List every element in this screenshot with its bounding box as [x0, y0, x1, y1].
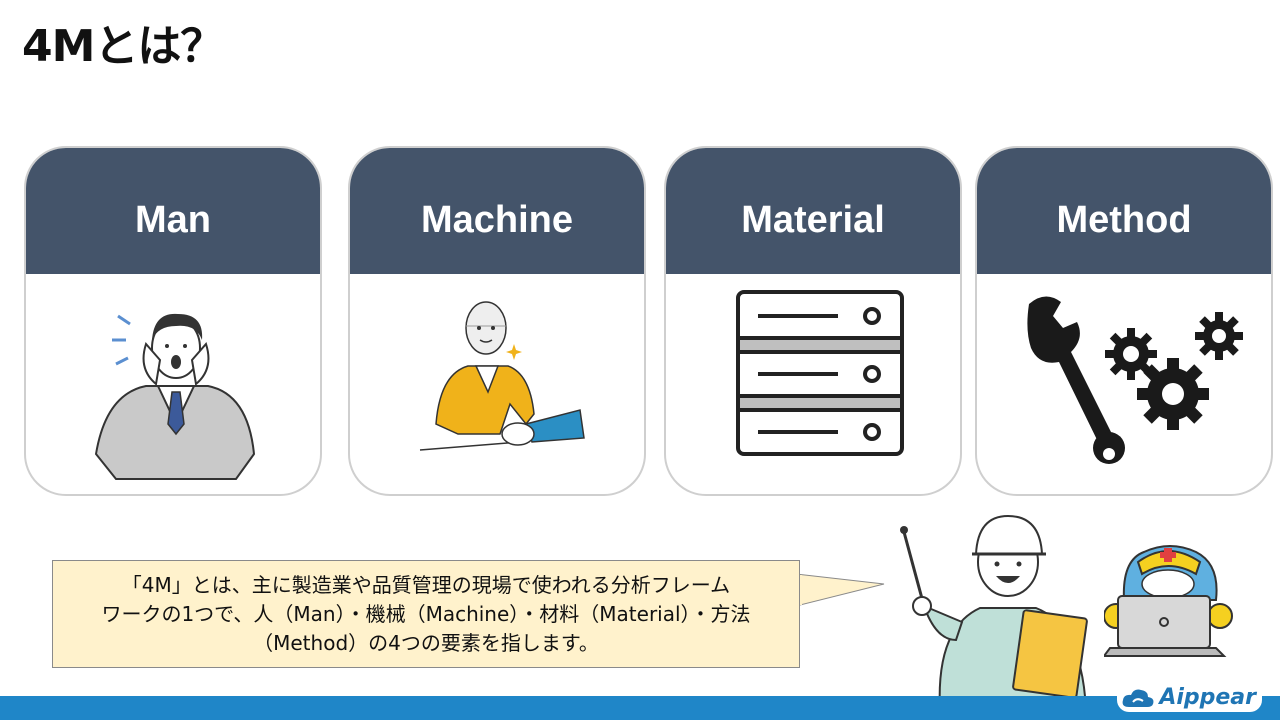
card-body	[350, 274, 644, 494]
description-line: ワークの1つで、人（Man）・機械（Machine）・材料（Material）・…	[101, 601, 751, 626]
card-body	[26, 274, 320, 494]
card-material: Material	[664, 146, 962, 496]
cloud-logo-icon	[1122, 689, 1154, 707]
card-method: Method	[975, 146, 1273, 496]
page-title: 4Mとは？	[22, 21, 224, 72]
card-machine: Machine	[348, 146, 646, 496]
card-header: Machine	[350, 148, 644, 274]
card-title-man: Man	[135, 198, 211, 241]
card-body	[666, 274, 960, 494]
server-rack-icon	[736, 290, 904, 456]
card-body	[977, 274, 1271, 494]
worker-character-icon	[900, 514, 1088, 710]
description-line: 「4M」とは、主に製造業や品質管理の現場で使われる分析フレーム	[121, 572, 731, 597]
card-title-method: Method	[1056, 198, 1192, 241]
brand-logo-text: Aippear	[1159, 685, 1256, 710]
description-line: （Method）の4つの要素を指します。	[253, 630, 599, 655]
card-title-machine: Machine	[420, 198, 574, 241]
card-header: Method	[977, 148, 1271, 274]
speech-bubble-tail	[796, 573, 885, 607]
robot-handshake-icon	[419, 301, 585, 451]
businessman-icon	[94, 313, 256, 480]
footer-bar	[0, 696, 1280, 720]
card-title-material: Material	[741, 198, 885, 241]
wrench-gears-icon	[1027, 296, 1243, 464]
card-header: Man	[26, 148, 320, 274]
brand-logo: Aippear	[1117, 683, 1262, 712]
mascot-laptop-icon	[1104, 545, 1233, 657]
speech-bubble: 「4M」とは、主に製造業や品質管理の現場で使われる分析フレーム ワークの1つで、…	[52, 560, 800, 668]
card-man: Man	[24, 146, 322, 496]
card-header: Material	[666, 148, 960, 274]
